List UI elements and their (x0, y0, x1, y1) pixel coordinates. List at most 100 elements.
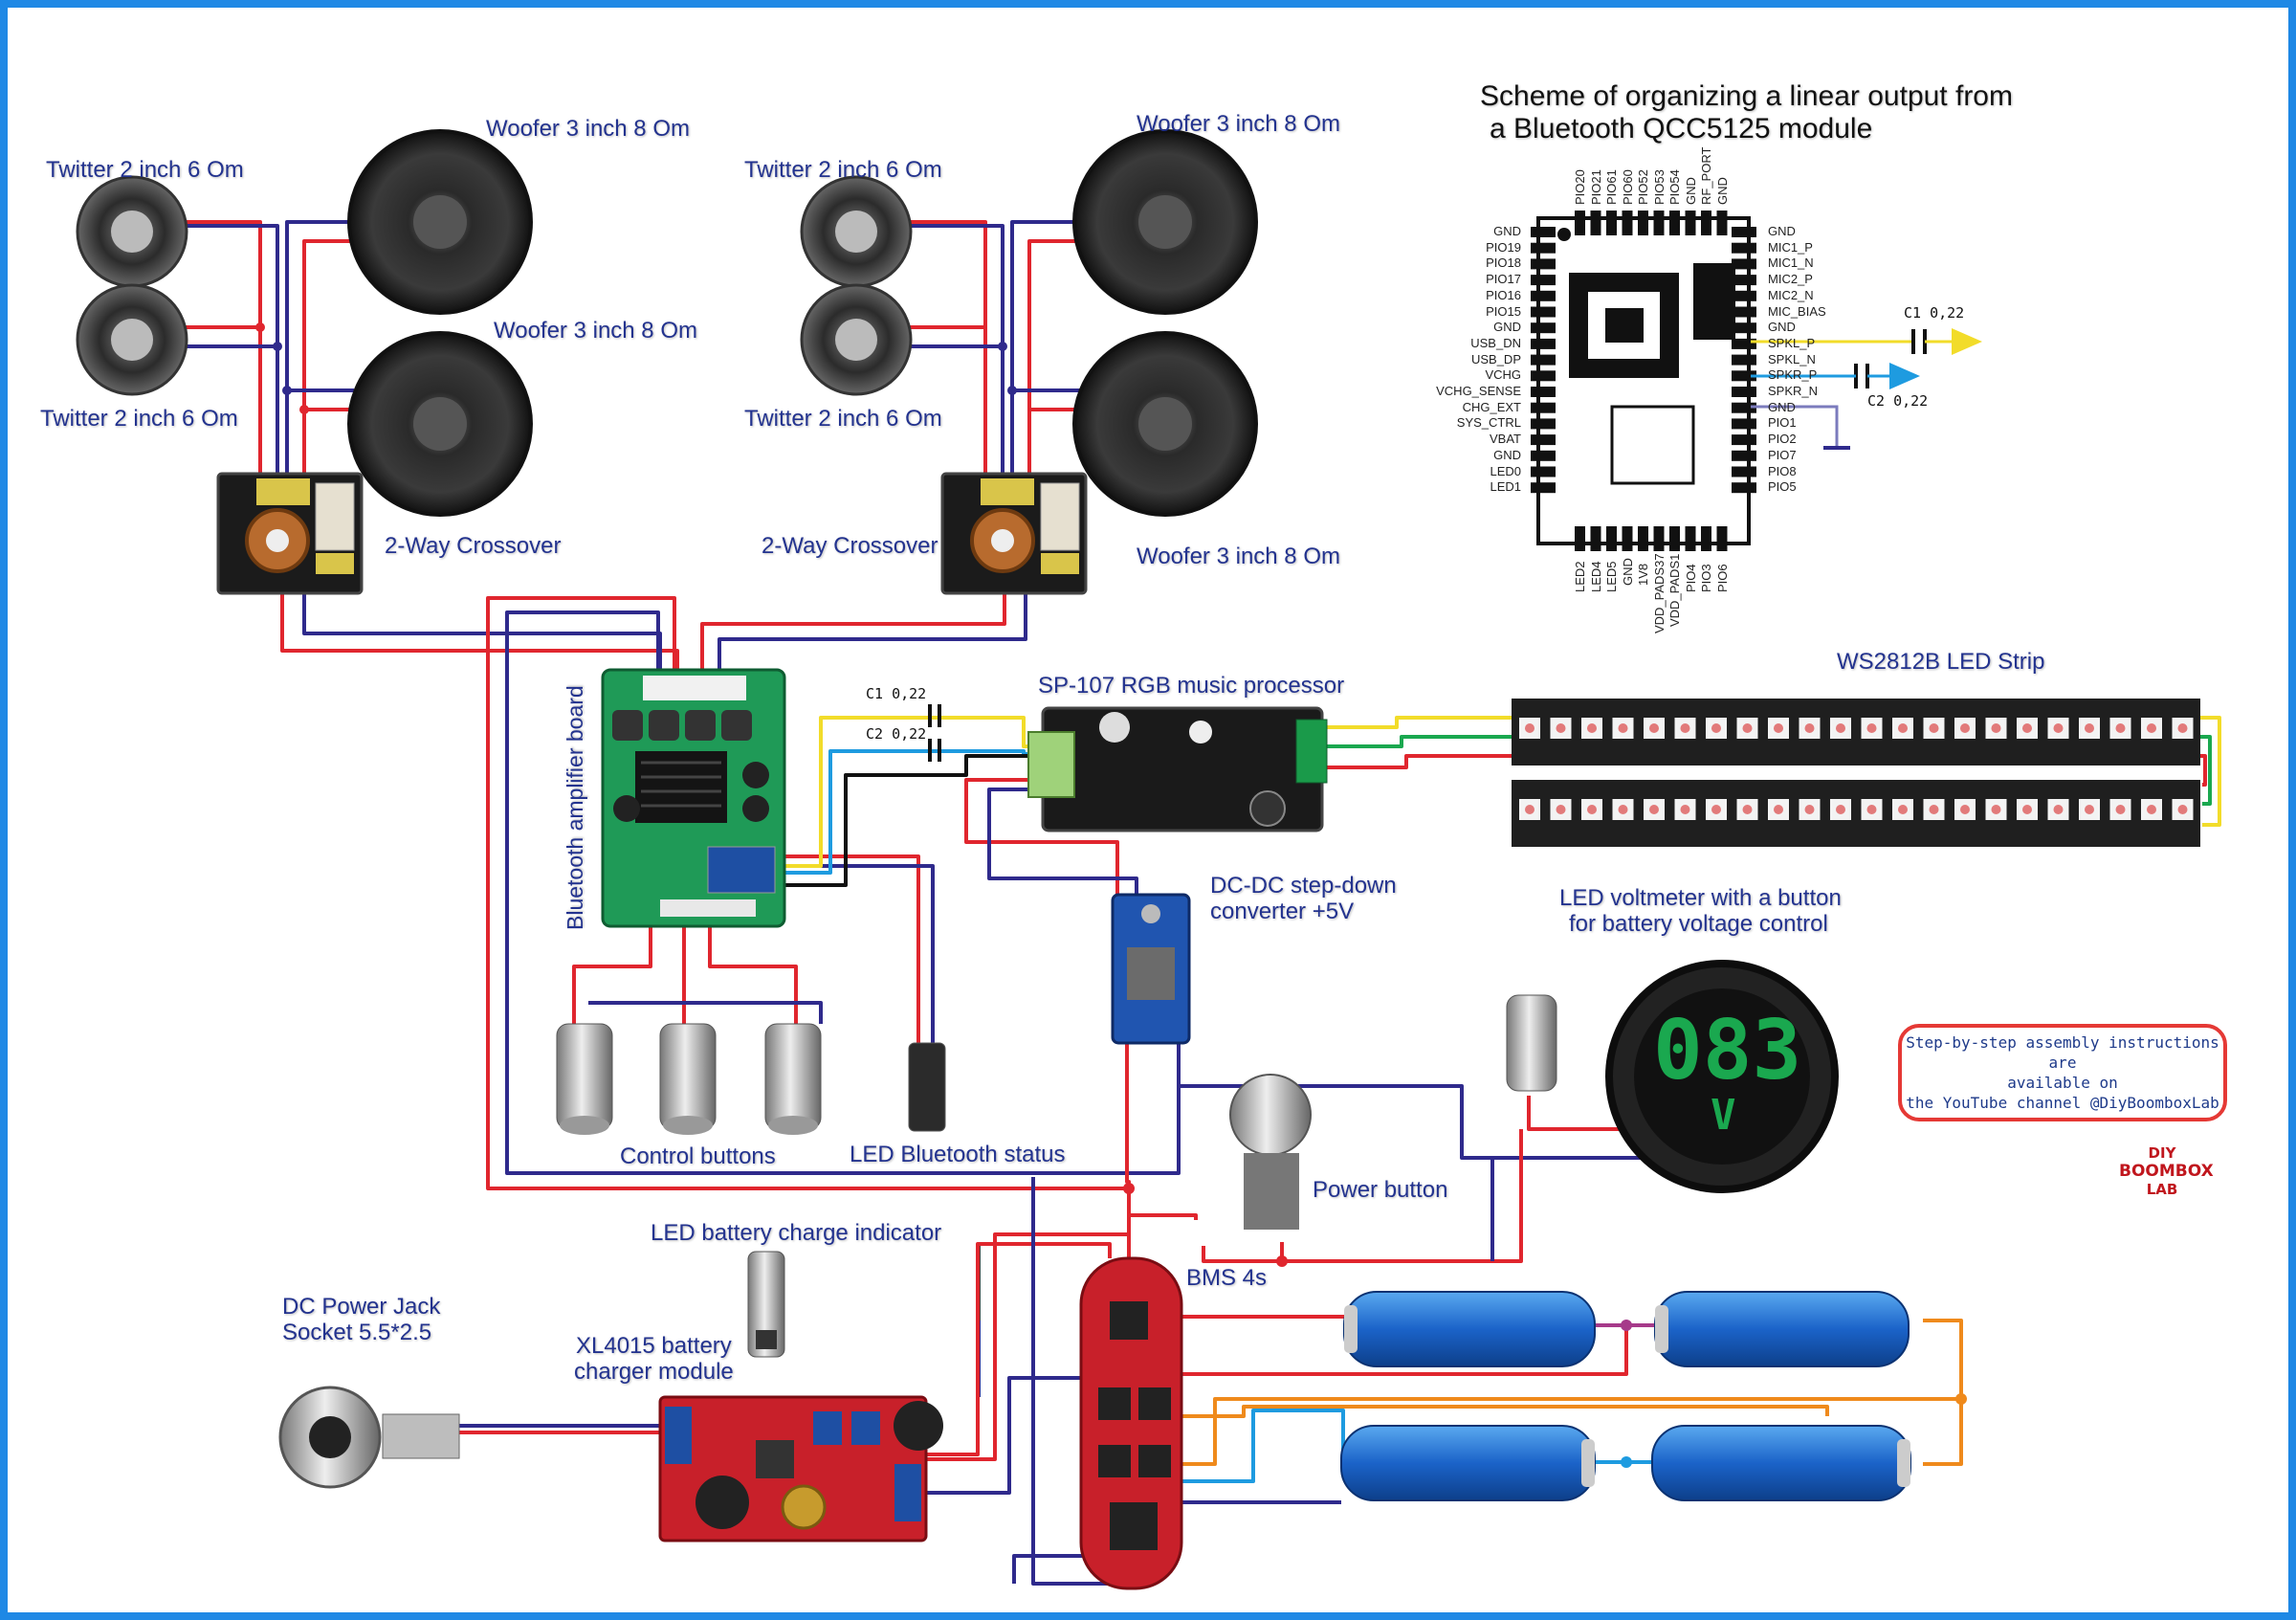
xl4015-module (658, 1395, 943, 1542)
qcc5125-pin-pads (1531, 211, 1756, 551)
power-button-label: Power button (1313, 1177, 1448, 1203)
pad-left-11 (1531, 402, 1556, 413)
pad-top-0 (1575, 211, 1585, 235)
led-dot-0-20 (2147, 723, 2156, 733)
pin-top-4: PIO52 (1636, 169, 1650, 205)
pad-right-10 (1732, 387, 1756, 397)
pin-left-12: SYS_CTRL (1456, 415, 1521, 431)
logo-line2: BOOMBOX (2119, 1162, 2214, 1181)
tweeter-3 (800, 175, 913, 288)
tweeter-4-label: Twitter 2 inch 6 Om (744, 406, 942, 432)
pad-top-3 (1622, 211, 1633, 235)
led-bluetooth-label: LED Bluetooth status (850, 1142, 1066, 1167)
pad-right-6 (1732, 322, 1756, 334)
pin-bottom-0: LED2 (1573, 561, 1587, 592)
voltmeter-digits: 083 (1653, 1003, 1802, 1098)
pin-top-9: GND (1714, 177, 1730, 205)
pin-left-0: GND (1493, 224, 1521, 238)
woofer-1 (347, 129, 533, 315)
pin-bottom-3: GND (1620, 557, 1635, 586)
voltmeter-unit: V (1711, 1091, 1736, 1140)
dc-dc-label-line1: DC-DC step-down (1210, 873, 1397, 899)
voltmeter-label-line1: LED voltmeter with a button (1559, 885, 1842, 911)
bms-label: BMS 4s (1186, 1265, 1268, 1291)
pad-left-16 (1531, 482, 1556, 494)
pin-top-6: PIO54 (1667, 169, 1682, 205)
pin-right-3: MIC2_P (1768, 272, 1813, 287)
power-button (1229, 1074, 1312, 1230)
amplifier-board (601, 668, 786, 928)
pin-right-1: MIC1_P (1768, 239, 1813, 255)
led-strip-label: WS2812B LED Strip (1837, 649, 2045, 675)
led-dot-0-6 (1711, 723, 1721, 733)
led-dot-1-4 (1649, 805, 1659, 814)
led-dot-0-15 (1991, 723, 2001, 733)
pad-left-15 (1531, 466, 1556, 477)
led-charge-label: LED battery charge indicator (651, 1220, 942, 1246)
scheme-arrow-yellow (1952, 328, 1982, 355)
pin-left-2: PIO18 (1486, 255, 1521, 271)
led-dot-1-14 (1960, 805, 1970, 814)
wires (172, 220, 2221, 1586)
pin-top-2: PIO61 (1604, 169, 1619, 205)
pad-bottom-7 (1685, 526, 1696, 551)
pad-top-5 (1653, 211, 1665, 235)
pad-bottom-4 (1638, 526, 1648, 551)
pad-left-6 (1531, 322, 1556, 334)
pad-right-5 (1732, 306, 1756, 318)
pad-right-11 (1732, 402, 1756, 413)
voltmeter-button (1506, 994, 1557, 1092)
pad-top-2 (1606, 211, 1617, 235)
pin-right-16: PIO5 (1768, 479, 1797, 495)
woofer-3 (1072, 129, 1258, 315)
led-dot-0-4 (1649, 723, 1659, 733)
control-buttons-label: Control buttons (620, 1143, 776, 1169)
control-button-1 (556, 1023, 613, 1135)
pin-bottom-1: LED4 (1588, 561, 1603, 592)
led-dot-1-13 (1929, 805, 1939, 814)
led-dot-1-18 (2085, 805, 2094, 814)
pad-right-16 (1732, 482, 1756, 494)
pad-right-0 (1732, 227, 1756, 237)
pin-left-13: VBAT (1490, 432, 1521, 447)
pad-right-9 (1732, 370, 1756, 382)
pad-left-4 (1531, 290, 1556, 301)
pad-bottom-8 (1701, 526, 1711, 551)
pin-left-10: VCHG_SENSE (1436, 384, 1521, 398)
pin-left-14: GND (1493, 447, 1521, 462)
crossover-1-label: 2-Way Crossover (385, 533, 562, 559)
pin-right-13: PIO2 (1768, 432, 1797, 447)
pad-bottom-9 (1716, 526, 1728, 551)
pad-bottom-3 (1622, 526, 1633, 551)
note-line2: available on (2007, 1074, 2118, 1092)
pin-right-2: MIC1_N (1768, 255, 1814, 271)
crossover-2-label: 2-Way Crossover (762, 533, 938, 559)
woofer-2-label: Woofer 3 inch 8 Om (494, 318, 697, 344)
pad-left-1 (1531, 242, 1556, 254)
led-dot-0-1 (1556, 723, 1566, 733)
wire-junctions (255, 322, 1967, 1468)
tweeter-1 (76, 175, 188, 288)
led-charge-indicator (747, 1251, 785, 1358)
pin-right-11: GND (1768, 399, 1796, 414)
pin-left-1: PIO19 (1486, 239, 1521, 255)
led-bluetooth-status (908, 1042, 946, 1132)
led-dot-1-15 (1991, 805, 2001, 814)
tweeter-1-label: Twitter 2 inch 6 Om (46, 157, 244, 183)
pin-left-3: PIO17 (1486, 272, 1521, 287)
led-dot-1-7 (1742, 805, 1753, 814)
led-dot-0-8 (1774, 723, 1783, 733)
led-strip (1512, 699, 2200, 847)
pin-top-5: PIO53 (1651, 169, 1667, 205)
pad-right-1 (1732, 242, 1756, 254)
pin-right-0: GND (1768, 224, 1796, 238)
pin-left-8: USB_DP (1470, 351, 1521, 366)
battery-1 (1343, 1291, 1596, 1367)
led-dot-1-21 (2177, 805, 2188, 814)
led-dot-1-6 (1711, 805, 1721, 814)
led-dot-1-12 (1898, 805, 1908, 814)
pad-right-8 (1732, 354, 1756, 366)
pin-right-7: SPKL_P (1768, 335, 1816, 350)
led-dot-0-14 (1960, 723, 1970, 733)
